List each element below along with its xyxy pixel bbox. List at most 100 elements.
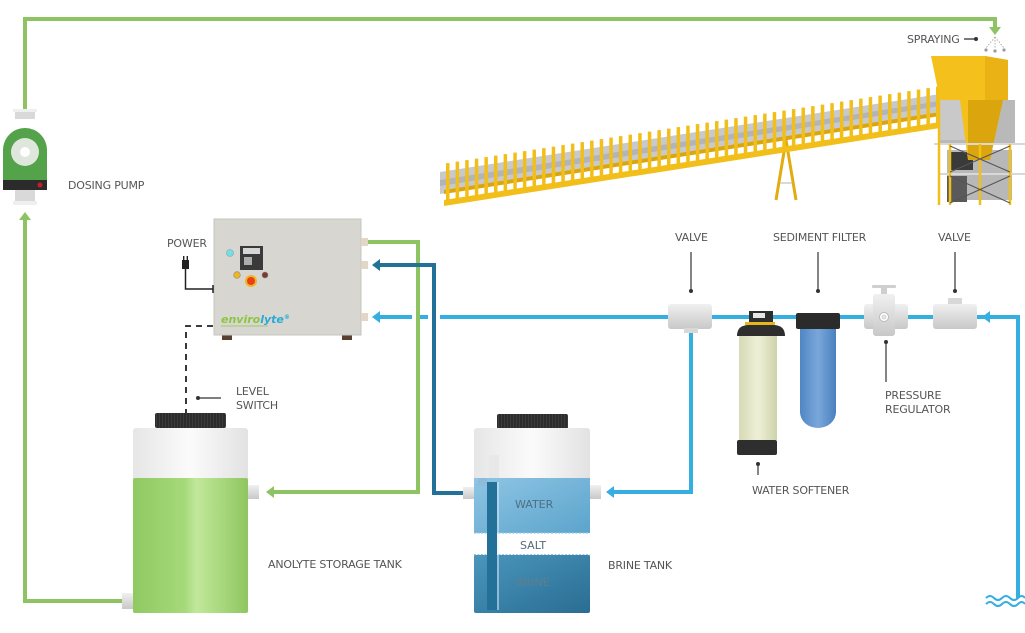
pressure-regulator-icon (864, 285, 908, 336)
anolyte-storage-tank-label: ANOLYTE STORAGE TANK (268, 558, 403, 571)
conveyor-rib (820, 104, 825, 143)
conveyor-rib (686, 125, 690, 164)
arrow-left-icon (372, 311, 380, 323)
conveyor-rib (695, 124, 700, 163)
conveyor-rib (532, 149, 536, 188)
anolyte-fill (133, 478, 248, 613)
valve-left-icon (668, 304, 712, 333)
conveyor-rib (590, 140, 594, 179)
brine-pipes (372, 259, 478, 495)
conveyor-rib (474, 158, 479, 197)
conveyor-rib (926, 88, 930, 127)
conveyor-rib (724, 119, 729, 158)
brand-mark: ® (284, 314, 290, 321)
conveyor-rib (811, 106, 815, 145)
anolyte-storage-tank (122, 413, 259, 613)
anolyte-line-to-tank (272, 240, 420, 494)
brine-tank (463, 414, 601, 613)
spraying-label: SPRAYING (907, 33, 960, 46)
conveyor-rib (446, 163, 450, 202)
conveyor-rib (513, 152, 517, 191)
conveyor-rib (484, 157, 488, 196)
salt-layer-label: SALT (520, 539, 546, 552)
conveyor-rib (897, 92, 902, 131)
conveyor-rib (570, 143, 575, 182)
arrow-left-icon (982, 311, 990, 323)
anolyte-line-to-sprayer (23, 17, 997, 112)
dosing-pump-label: DOSING PUMP (68, 179, 145, 192)
sprayer-icon (984, 36, 1006, 53)
arrow-up-icon (19, 212, 31, 220)
arrow-left-icon (606, 486, 614, 498)
conveyor-rib (801, 107, 805, 146)
conveyor-rib (628, 134, 632, 173)
water-softener-label: WATER SOFTENER (752, 484, 850, 497)
conveyor-rib (542, 148, 546, 187)
conveyor-rib (791, 109, 796, 148)
conveyor-rib (878, 95, 882, 134)
brine-line-to-control-box (378, 263, 478, 495)
conveyor-rib (638, 133, 642, 172)
valve-left-label: VALVE (675, 231, 708, 244)
conveyor-rib (676, 127, 681, 166)
pressure-regulator-label-line2: REGULATOR (885, 403, 951, 416)
conveyor-rib (753, 115, 757, 154)
water-pipes (372, 311, 1020, 598)
conveyor-rib (715, 121, 719, 160)
brine-layer-label: BRINE (516, 576, 550, 589)
conveyor-rib (599, 139, 604, 178)
sediment-filter-label: SEDIMENT FILTER (773, 231, 867, 244)
anolyte-pipes (19, 17, 1001, 603)
arrow-down-icon (989, 27, 1001, 35)
conveyor-rib (849, 100, 853, 139)
valve-right-icon (933, 298, 977, 329)
dosing-pump-icon (3, 109, 47, 205)
conveyor-rib (503, 154, 508, 193)
conveyor-rib (647, 131, 652, 170)
conveyor-rib (907, 91, 911, 130)
brand-suffix: lyte (260, 313, 284, 326)
conveyor-icon (440, 86, 940, 206)
conveyor-rib (551, 146, 556, 185)
power-button-icon[interactable] (245, 275, 257, 287)
conveyor-rib (830, 103, 834, 142)
salt-layer (474, 533, 590, 555)
water-source-icon (985, 595, 1025, 607)
brine-layer (474, 555, 590, 613)
conveyor-rib (868, 97, 873, 136)
level-switch-wire (185, 325, 213, 415)
anolyte-line-to-pump (23, 218, 122, 603)
conveyor-rib (465, 160, 469, 199)
conveyor-rib (734, 118, 738, 157)
brand-prefix: enviro (221, 313, 261, 326)
level-switch-label-line2: SWITCH (236, 399, 278, 412)
conveyor-rib (772, 112, 777, 151)
water-softener-icon (737, 311, 785, 455)
water-layer-label: WATER (515, 498, 554, 511)
conveyor-rib (839, 101, 844, 140)
conveyor-rib (916, 89, 921, 128)
water-line-to-brine-tank (612, 330, 693, 494)
arrow-left-icon (372, 259, 380, 271)
arrow-left-icon (266, 486, 274, 498)
svg-text:envirolyte®: envirolyte® (221, 313, 290, 326)
conveyor-rib (455, 161, 460, 200)
valve-right-label: VALVE (938, 231, 971, 244)
conveyor-rib (859, 98, 863, 137)
conveyor-rib (609, 137, 613, 176)
conveyor-rib (782, 110, 786, 149)
level-switch-label-line1: LEVEL (236, 385, 270, 398)
conveyor-rib (522, 151, 527, 190)
conveyor-rib (561, 145, 565, 184)
conveyor-rib (888, 94, 892, 133)
conveyor-ribs (446, 86, 940, 202)
conveyor-rib (657, 130, 661, 169)
brine-tank-label: BRINE TANK (608, 559, 673, 572)
conveyor-rib (763, 113, 767, 152)
power-label: POWER (167, 237, 207, 250)
sediment-filter-icon (796, 313, 840, 428)
pressure-regulator-label-line1: PRESSURE (885, 389, 941, 402)
conveyor-rib (667, 128, 671, 167)
conveyor-rib (494, 155, 498, 194)
